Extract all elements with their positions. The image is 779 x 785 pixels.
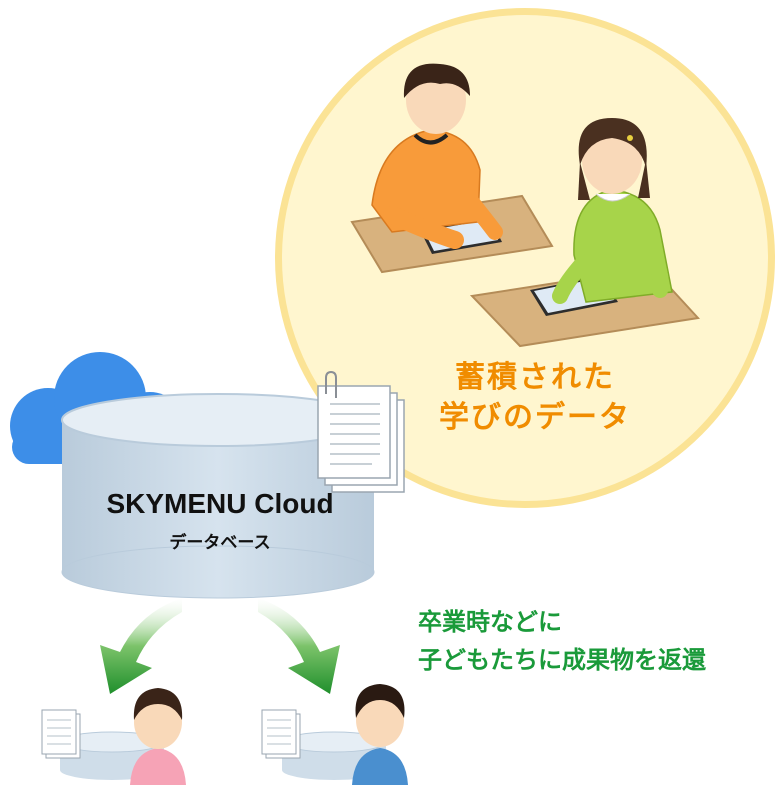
students-illustration bbox=[350, 63, 701, 348]
return-note-line2: 子どもたちに成果物を返還 bbox=[418, 646, 706, 674]
database-icon bbox=[61, 393, 375, 599]
accumulated-data-label: 蓄積された 学びのデータ bbox=[395, 358, 675, 438]
student-left-illustration bbox=[41, 688, 186, 785]
database-subtitle: データベース bbox=[169, 533, 271, 553]
accumulated-line2: 学びのデータ bbox=[439, 400, 631, 435]
return-note: 卒業時などに 子どもたちに成果物を返還 bbox=[418, 603, 706, 679]
database-title: SKYMENU Cloud bbox=[106, 488, 334, 519]
curved-arrow-right-icon bbox=[258, 598, 340, 694]
curved-arrow-left-icon bbox=[100, 598, 182, 694]
return-note-line1: 卒業時などに bbox=[418, 608, 562, 636]
accumulated-line1: 蓄積された bbox=[455, 360, 615, 395]
student-right-illustration bbox=[261, 684, 408, 785]
documents-icon bbox=[317, 370, 405, 493]
